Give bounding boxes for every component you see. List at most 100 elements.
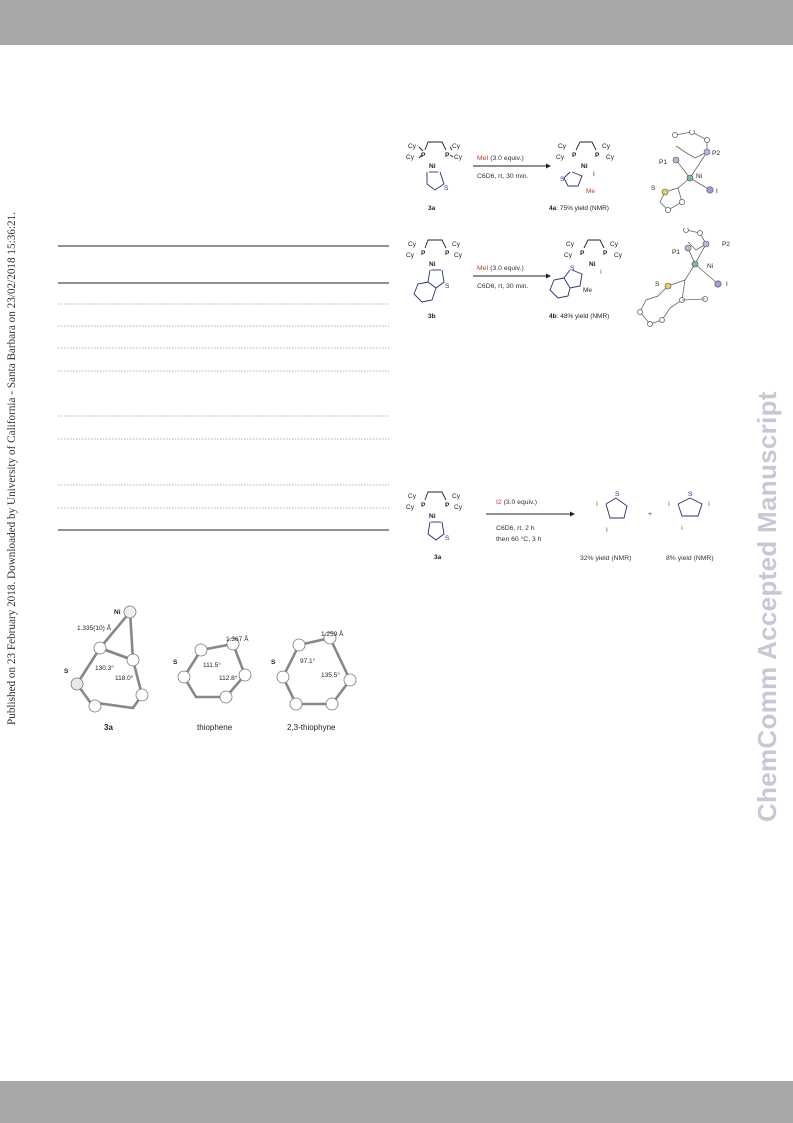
svg-text:Cy: Cy bbox=[614, 252, 623, 259]
svg-text:P: P bbox=[421, 250, 426, 257]
svg-text:Cy: Cy bbox=[408, 241, 417, 248]
svg-text:Cy: Cy bbox=[556, 154, 565, 161]
svg-text:8% yield (NMR): 8% yield (NMR) bbox=[666, 555, 714, 562]
svg-text:Ni: Ni bbox=[589, 261, 596, 268]
svg-text:Cy: Cy bbox=[408, 143, 417, 150]
svg-text:S: S bbox=[173, 659, 178, 666]
svg-text:P1: P1 bbox=[672, 249, 680, 256]
svg-text:P2: P2 bbox=[712, 150, 720, 157]
svg-text:Cy: Cy bbox=[452, 241, 461, 248]
svg-text:Ni: Ni bbox=[581, 163, 588, 170]
svg-text:Me: Me bbox=[583, 287, 592, 294]
svg-text:S: S bbox=[570, 265, 575, 272]
svg-text:118.0°: 118.0° bbox=[115, 674, 134, 682]
scheme2-product-2: S I I I 8% yield (NMR) bbox=[666, 491, 714, 562]
svg-text:2,3-thiophyne: 2,3-thiophyne bbox=[287, 723, 336, 732]
panel-3a: Ni S 1.335(10) Å 130.3° 118.0° 3a bbox=[64, 605, 149, 732]
svg-text:P: P bbox=[595, 152, 600, 159]
svg-text:P: P bbox=[580, 250, 585, 257]
svg-text:I: I bbox=[716, 188, 718, 195]
xray-structure-a: P1 P2 Ni S I bbox=[651, 130, 720, 213]
reactant-label: 3a bbox=[428, 205, 436, 212]
svg-text:P1: P1 bbox=[659, 159, 667, 166]
svg-text:I: I bbox=[708, 501, 710, 508]
svg-text:P: P bbox=[421, 152, 426, 159]
svg-text:3a: 3a bbox=[104, 723, 113, 732]
svg-text:P2: P2 bbox=[722, 241, 730, 248]
svg-text:1.335(10) Å: 1.335(10) Å bbox=[77, 623, 112, 632]
svg-text:C6D6, rt, 30 min.: C6D6, rt, 30 min. bbox=[477, 283, 528, 290]
svg-text:Me: Me bbox=[586, 188, 595, 195]
panel-thiophene: S 1.367 Å 111.5° 112.8° thiophene bbox=[173, 634, 252, 732]
svg-text:Cy: Cy bbox=[606, 154, 615, 161]
reaction-arrow-a: MeI (3.0 equiv.) C6D6, rt, 30 min. bbox=[473, 155, 551, 180]
footer-band bbox=[0, 1081, 793, 1123]
svg-text:P: P bbox=[445, 502, 450, 509]
svg-text:Ni: Ni bbox=[429, 163, 436, 170]
svg-text:S: S bbox=[445, 535, 450, 542]
svg-text:I: I bbox=[668, 501, 670, 508]
svg-text:P: P bbox=[445, 250, 450, 257]
svg-text:S: S bbox=[655, 281, 660, 288]
svg-text:I2 (3.0 equiv.): I2 (3.0 equiv.) bbox=[496, 499, 537, 506]
svg-text:Cy: Cy bbox=[406, 504, 415, 511]
svg-text:I: I bbox=[596, 501, 598, 508]
svg-text:3a: 3a bbox=[434, 554, 442, 561]
svg-text:Cy: Cy bbox=[610, 241, 619, 248]
svg-text:4a: 75% yield (NMR): 4a: 75% yield (NMR) bbox=[549, 205, 609, 212]
svg-text:Ni: Ni bbox=[696, 173, 702, 180]
reactant-3a-structure: Cy Cy Cy Cy P P Ni S 3a bbox=[406, 141, 463, 212]
svg-text:Cy: Cy bbox=[454, 252, 463, 259]
svg-text:I: I bbox=[600, 269, 602, 276]
svg-text:Ni: Ni bbox=[114, 609, 121, 616]
svg-text:Cy: Cy bbox=[566, 241, 575, 248]
svg-text:I: I bbox=[606, 527, 608, 534]
svg-text:I: I bbox=[726, 281, 728, 288]
scheme2-product-1: S I I 32% yield (NMR) bbox=[580, 491, 631, 562]
svg-text:I: I bbox=[593, 171, 595, 178]
svg-text:C6D6, rt, 2 h: C6D6, rt, 2 h bbox=[496, 525, 535, 532]
svg-text:I: I bbox=[681, 525, 683, 532]
svg-text:4b: 48% yield (NMR): 4b: 48% yield (NMR) bbox=[549, 313, 609, 320]
svg-text:97.1°: 97.1° bbox=[300, 657, 316, 665]
svg-text:1.367 Å: 1.367 Å bbox=[226, 634, 249, 643]
svg-text:S: S bbox=[444, 185, 449, 192]
svg-text:Cy: Cy bbox=[454, 154, 463, 161]
svg-text:112.8°: 112.8° bbox=[219, 674, 238, 682]
svg-text:Cy: Cy bbox=[408, 493, 417, 500]
reaction-arrow-b: MeI (3.0 equiv.) C6D6, rt, 30 min. bbox=[473, 265, 551, 290]
svg-text:S: S bbox=[64, 668, 69, 675]
scheme1-row-a: Cy Cy Cy Cy P P Ni S 3a MeI (3.0 equiv.)… bbox=[406, 130, 720, 213]
svg-text:111.5°: 111.5° bbox=[203, 661, 221, 669]
svg-text:then 60 °C, 3 h: then 60 °C, 3 h bbox=[496, 535, 542, 543]
svg-text:C6D6, rt, 30 min.: C6D6, rt, 30 min. bbox=[477, 173, 528, 180]
ring-geometry-figure: Ni S 1.335(10) Å 130.3° 118.0° 3a S 1.36… bbox=[64, 605, 357, 732]
svg-text:130.3°: 130.3° bbox=[95, 664, 114, 672]
svg-text:thiophene: thiophene bbox=[197, 723, 233, 732]
svg-text:P: P bbox=[445, 152, 450, 159]
svg-text:Cy: Cy bbox=[452, 493, 461, 500]
svg-text:Cy: Cy bbox=[558, 143, 567, 150]
svg-text:Cy: Cy bbox=[452, 143, 461, 150]
header-band bbox=[0, 0, 793, 45]
svg-text:S: S bbox=[688, 491, 693, 498]
svg-text:Ni: Ni bbox=[707, 263, 713, 270]
svg-text:S: S bbox=[615, 491, 620, 498]
svg-text:Ni: Ni bbox=[429, 261, 436, 268]
xray-structure-b: P1 P2 Ni S I bbox=[637, 228, 730, 327]
svg-text:MeI (3.0 equiv.): MeI (3.0 equiv.) bbox=[477, 155, 524, 162]
svg-text:Cy: Cy bbox=[564, 252, 573, 259]
svg-text:Ni: Ni bbox=[429, 513, 436, 520]
svg-text:S: S bbox=[560, 176, 565, 183]
svg-text:P: P bbox=[421, 502, 426, 509]
svg-text:1.259 Å: 1.259 Å bbox=[321, 629, 344, 638]
svg-text:P: P bbox=[603, 250, 608, 257]
svg-text:Cy: Cy bbox=[406, 154, 415, 161]
